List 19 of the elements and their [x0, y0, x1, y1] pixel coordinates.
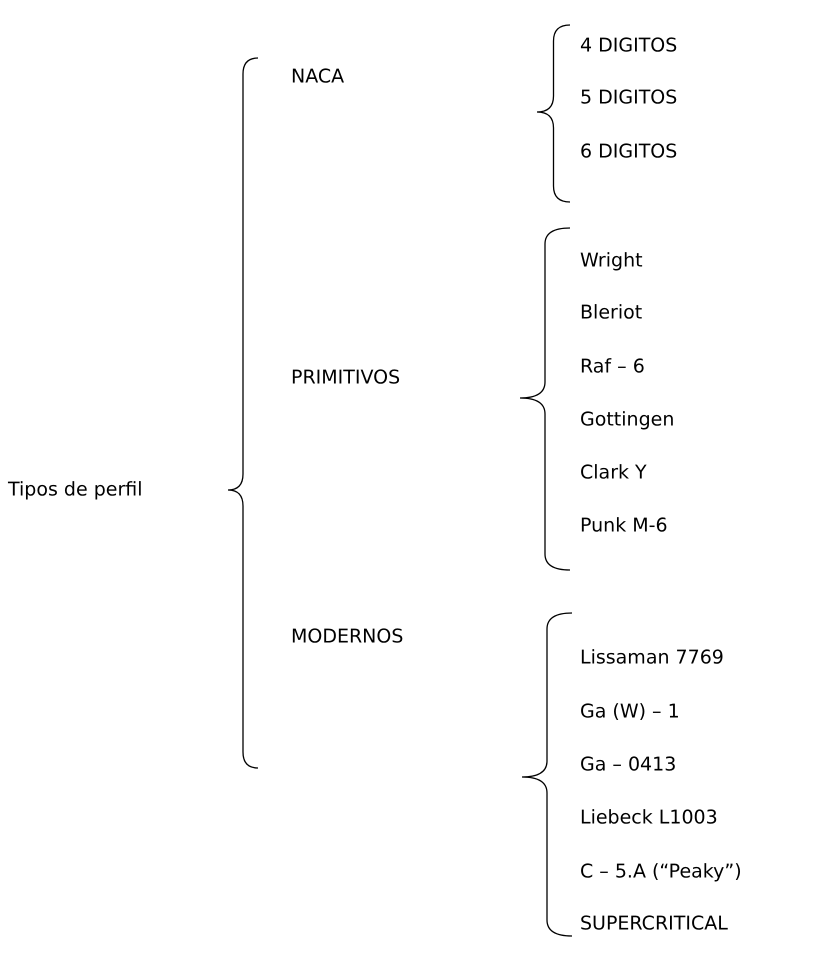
- label-text: Lissaman 7769: [580, 646, 724, 670]
- label-text: Gottingen: [580, 408, 674, 432]
- label-text: Liebeck L1003: [580, 806, 718, 830]
- label-text: Ga – 0413: [580, 754, 676, 776]
- label-text: NACA: [291, 66, 344, 88]
- label-text: Clark Y: [580, 462, 647, 484]
- label-text: Punk M-6: [580, 514, 668, 538]
- label-text: Bleriot: [580, 302, 642, 324]
- label-text: SUPERCRITICAL: [580, 912, 728, 936]
- label-text: 4 DIGITOS: [580, 34, 678, 58]
- label-text: Ga (W) – 1: [580, 700, 680, 724]
- label-text: 6 DIGITOS: [580, 140, 678, 164]
- label-text: 5 DIGITOS: [580, 86, 678, 110]
- label-text: PRIMITIVOS: [291, 366, 400, 390]
- label-text: Wright: [580, 250, 643, 272]
- label-text: C – 5.A (“Peaky”): [580, 860, 742, 884]
- label-text: Tipos de perfil: [8, 478, 143, 502]
- label-text: Raf – 6: [580, 356, 645, 378]
- label-text: MODERNOS: [291, 626, 404, 648]
